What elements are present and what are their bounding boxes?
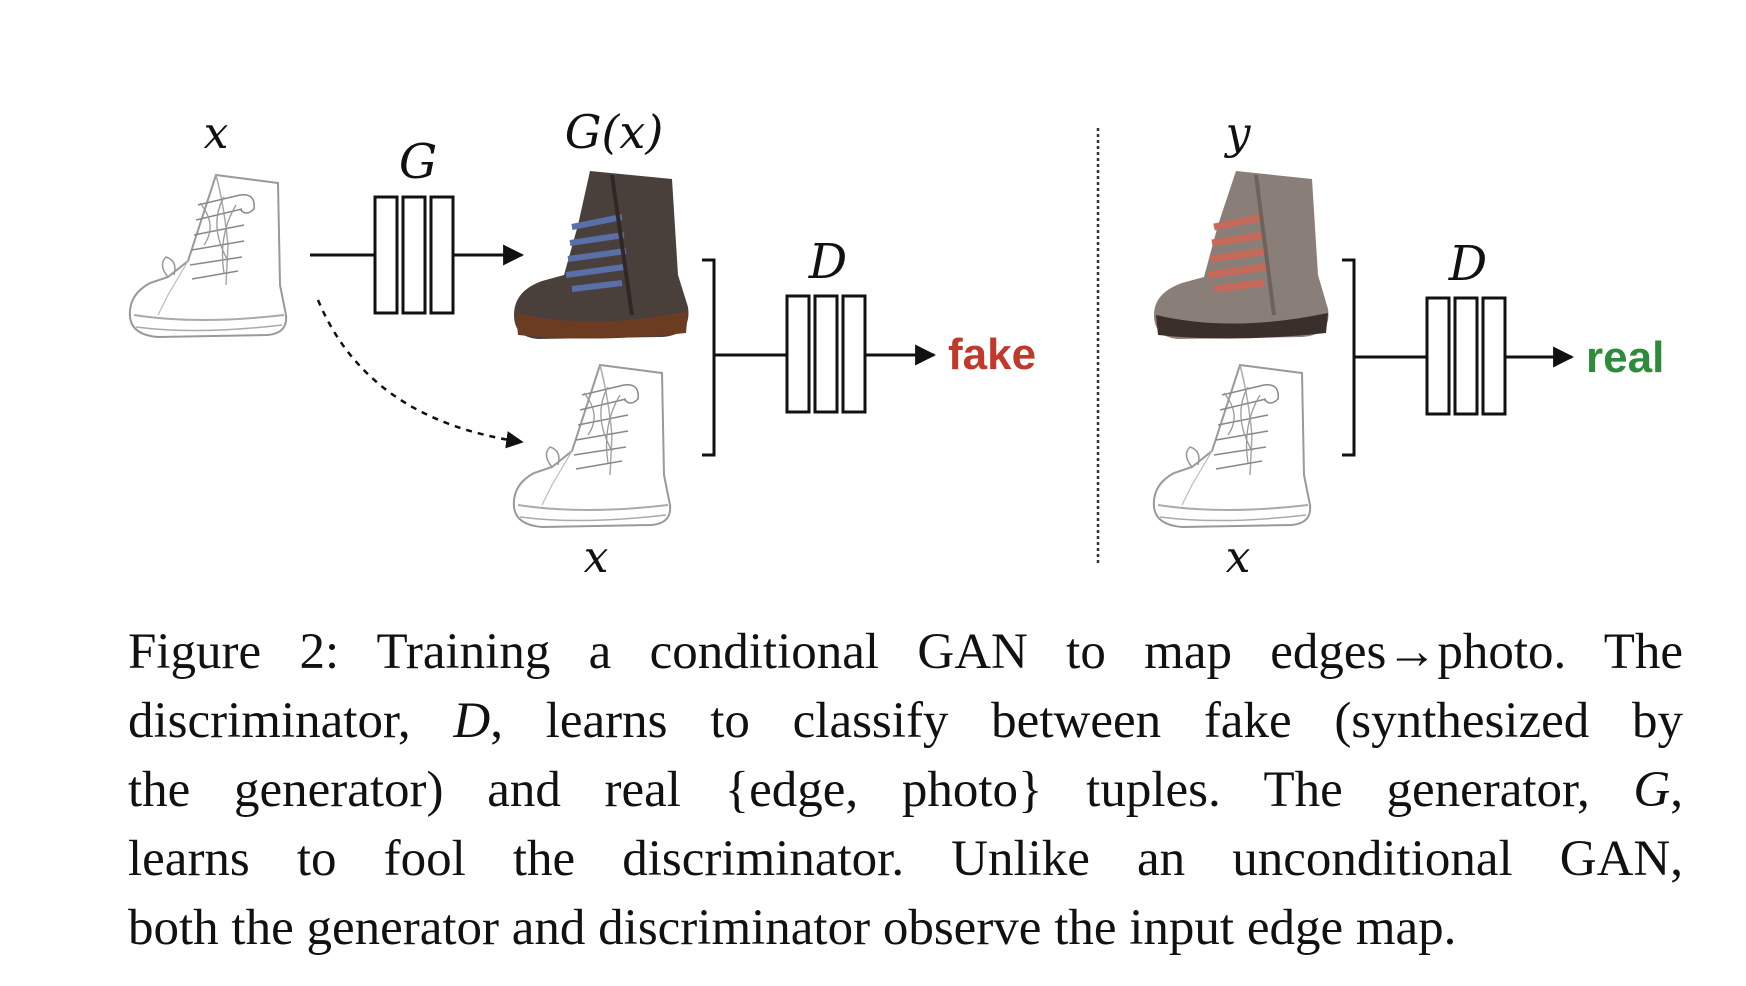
pair-edge-sketch-right (1152, 364, 1312, 528)
pair-bracket-right (1342, 258, 1356, 457)
conditioning-skip-arrow (316, 299, 524, 449)
caption-line-2: discriminator, D, learns to classify bet… (128, 687, 1683, 756)
verdict-real: real (1586, 333, 1664, 382)
caption-math-d: D (453, 693, 491, 749)
figure-caption: Figure 2: Training a conditional GAN to … (128, 618, 1683, 963)
figure-diagram: x G G(x) x D fake y x D (128, 105, 1664, 583)
pair-edge-sketch-left (512, 364, 672, 528)
caption-math-g: G (1633, 762, 1671, 818)
discriminator-network-right (1425, 296, 1507, 416)
discriminator-label-right: D (1448, 236, 1487, 292)
real-boot-photo (1154, 171, 1329, 339)
generated-image-label: G(x) (565, 105, 664, 159)
input-x-label: x (204, 108, 229, 159)
caption-line-5: both the generator and discriminator obs… (128, 900, 1457, 956)
caption-line-1: Figure 2: Training a conditional GAN to … (128, 624, 1683, 680)
caption-line-3: the generator) and real {edge, photo} tu… (128, 756, 1683, 825)
caption-text: , learns to classify between fake (synth… (490, 693, 1683, 749)
real-photo-y-label: y (1224, 108, 1252, 159)
pair-x-label-left: x (584, 532, 609, 583)
verdict-fake: fake (948, 330, 1036, 379)
generator-label: G (399, 134, 437, 190)
caption-text: discriminator, (128, 693, 454, 749)
caption-text: the generator) and real {edge, photo} tu… (128, 762, 1634, 818)
pair-bracket-left (702, 258, 716, 457)
generator-network (373, 195, 455, 315)
discriminator-network-left (785, 294, 867, 414)
input-edge-sketch (128, 174, 288, 338)
pair-x-label-right: x (1226, 532, 1251, 583)
discriminator-label-left: D (808, 234, 847, 290)
generated-boot-photo (514, 171, 689, 339)
caption-line-4: learns to fool the discriminator. Unlike… (128, 831, 1683, 887)
caption-text: , (1670, 762, 1683, 818)
